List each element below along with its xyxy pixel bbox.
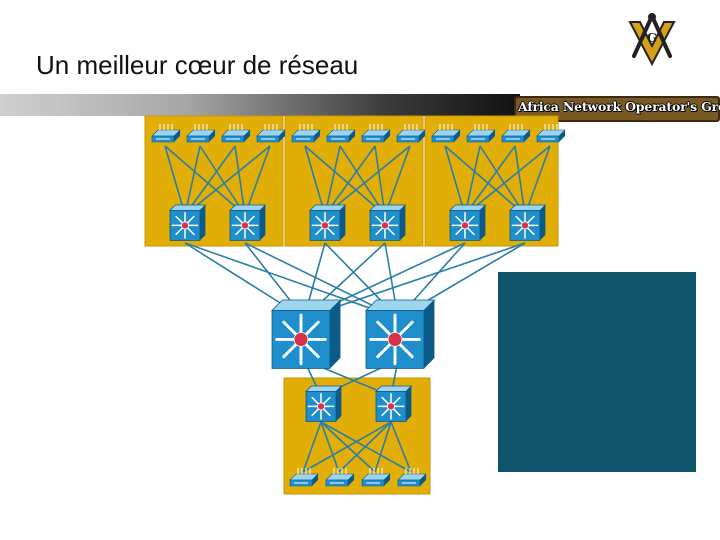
access-uplink bbox=[184, 145, 236, 216]
access-uplink bbox=[444, 145, 466, 216]
distribution-uplink bbox=[303, 242, 526, 319]
access-uplink bbox=[304, 145, 326, 216]
multilayer-switch-icon bbox=[309, 204, 347, 241]
workgroup-switch-icon bbox=[361, 124, 391, 143]
access-uplink bbox=[324, 145, 411, 216]
access-uplink bbox=[444, 145, 526, 216]
access-uplink bbox=[374, 145, 386, 216]
workgroup-switch-icon bbox=[151, 124, 181, 143]
network-devices bbox=[151, 124, 566, 487]
multilayer-switch-icon bbox=[305, 385, 343, 422]
workgroup-switch-icon bbox=[396, 124, 426, 143]
access-uplink bbox=[234, 145, 246, 216]
anog-banner bbox=[514, 96, 720, 122]
anog-banner-text: Africa Network Operator's Group bbox=[518, 99, 720, 114]
workgroup-switch-icon bbox=[326, 124, 356, 143]
workgroup-switch-icon bbox=[325, 468, 355, 487]
access-uplink bbox=[390, 421, 412, 473]
access-uplink bbox=[479, 145, 526, 216]
title-divider-bar bbox=[0, 94, 520, 116]
slide-title: Un meilleur cœur de réseau bbox=[36, 50, 359, 80]
access-uplink bbox=[514, 145, 526, 216]
workgroup-switch-icon bbox=[431, 124, 461, 143]
access-uplink bbox=[464, 145, 481, 216]
multilayer-switch-icon bbox=[375, 385, 413, 422]
compass-and-square-icon: G bbox=[628, 13, 676, 67]
access-uplink bbox=[184, 145, 271, 216]
multilayer-switch-icon bbox=[449, 204, 487, 241]
access-uplink bbox=[320, 421, 412, 473]
workgroup-switch-icon bbox=[466, 124, 496, 143]
info-panel bbox=[498, 272, 696, 472]
access-uplink bbox=[244, 145, 271, 216]
access-uplink bbox=[324, 145, 341, 216]
access-uplink bbox=[184, 145, 201, 216]
svg-text:G: G bbox=[647, 31, 657, 45]
multilayer-switch-icon bbox=[229, 204, 267, 241]
network-links bbox=[164, 145, 551, 473]
multilayer-switch-icon bbox=[369, 204, 407, 241]
workgroup-switch-icon bbox=[501, 124, 531, 143]
access-uplink bbox=[384, 145, 411, 216]
workgroup-switch-icon bbox=[221, 124, 251, 143]
workgroup-switch-icon bbox=[256, 124, 286, 143]
workgroup-switch-icon bbox=[291, 124, 321, 143]
multilayer-switch-icon bbox=[509, 204, 547, 241]
access-uplink bbox=[374, 421, 392, 473]
workgroup-switch-icon bbox=[361, 468, 391, 487]
access-uplink bbox=[302, 421, 322, 473]
access-uplink bbox=[464, 145, 516, 216]
access-uplink bbox=[464, 145, 551, 216]
workgroup-switch-icon bbox=[186, 124, 216, 143]
access-uplink bbox=[304, 145, 386, 216]
distribution-uplink bbox=[184, 242, 399, 319]
core-multilayer-switch-icon bbox=[365, 299, 436, 369]
access-uplink bbox=[324, 145, 376, 216]
workgroup-switch-icon bbox=[536, 124, 566, 143]
access-uplink bbox=[320, 421, 376, 473]
core-multilayer-switch-icon bbox=[271, 299, 342, 369]
workgroup-switch-icon bbox=[397, 468, 427, 487]
access-uplink bbox=[339, 145, 386, 216]
access-uplink bbox=[199, 145, 246, 216]
access-uplink bbox=[524, 145, 551, 216]
access-uplink bbox=[320, 421, 340, 473]
workgroup-switch-icon bbox=[289, 468, 319, 487]
multilayer-switch-icon bbox=[169, 204, 207, 241]
access-uplink bbox=[164, 145, 186, 216]
access-uplink bbox=[164, 145, 246, 216]
